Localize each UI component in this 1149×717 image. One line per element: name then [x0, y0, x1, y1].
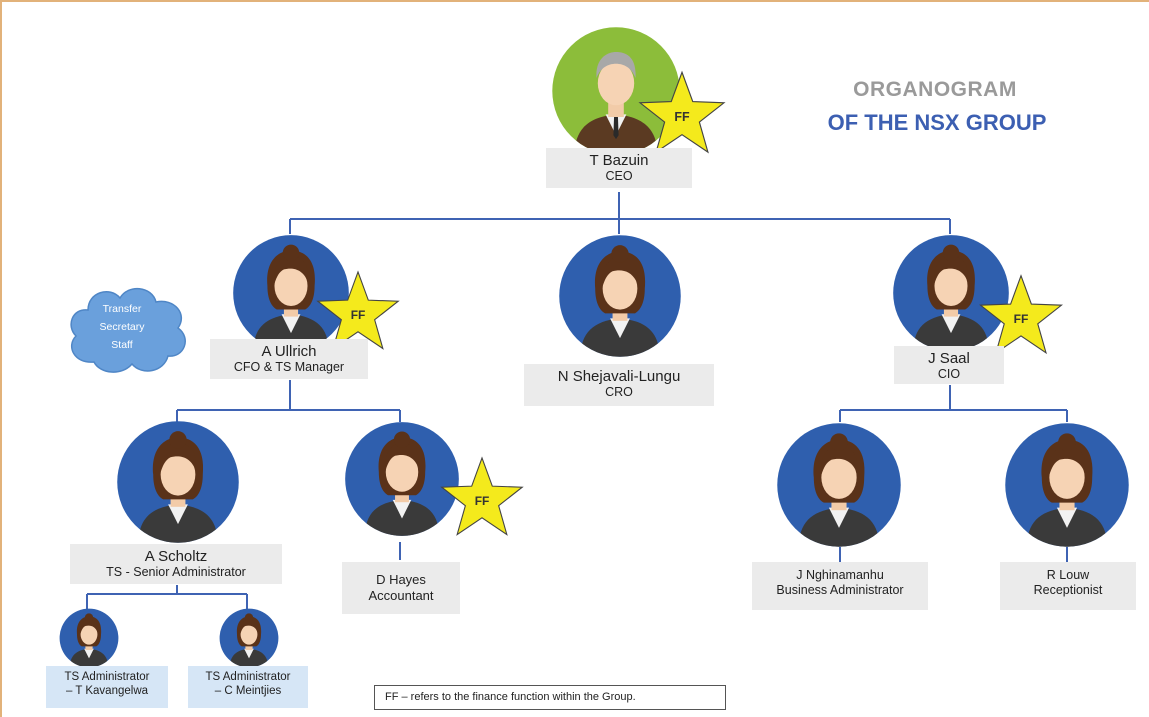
ff-star-label: FF [1014, 312, 1029, 326]
ff-star-label: FF [674, 110, 690, 124]
ff-star-icon: FF [638, 70, 726, 154]
label-receptionist: R Louw Receptionist [1000, 562, 1136, 610]
node-name: A Ullrich [261, 343, 317, 360]
cloud-label: Transfer Secretary Staff [70, 300, 174, 354]
avatar-female-icon [777, 423, 901, 547]
avatar-female-icon [1005, 423, 1129, 547]
label-accountant: D Hayes Accountant [342, 562, 460, 614]
node-name: TS Administrator [64, 671, 150, 683]
label-senior-administrator: A Scholtz TS - Senior Administrator [70, 544, 282, 584]
label-cro: N Shejavali-Lungu CRO [524, 364, 714, 406]
avatar-male-icon [552, 27, 680, 155]
ff-star-label: FF [351, 308, 366, 322]
avatar-female-icon [59, 608, 119, 668]
node-role: – T Kavangelwa [65, 685, 149, 697]
label-cfo: A Ullrich CFO & TS Manager [210, 339, 368, 379]
node-name: D Hayes [376, 572, 426, 587]
node-role: CRO [605, 385, 633, 399]
ff-legend-note: FF – refers to the finance function with… [374, 685, 726, 710]
node-name: R Louw [1046, 568, 1090, 582]
node-role: TS - Senior Administrator [106, 565, 246, 579]
node-role: Receptionist [1033, 583, 1103, 597]
label-cio: J Saal CIO [894, 346, 1004, 384]
cloud-line-1: Transfer [102, 303, 142, 315]
ff-star-label: FF [475, 494, 490, 508]
chart-title-line2: OF THE NSX GROUP [827, 110, 1047, 135]
node-name: J Saal [928, 350, 970, 367]
chart-title-line1: ORGANOGRAM [853, 78, 1017, 101]
label-ceo: T Bazuin CEO [546, 148, 692, 188]
node-role: CEO [605, 169, 633, 183]
node-role: Accountant [368, 588, 434, 603]
node-name: A Scholtz [144, 548, 208, 565]
node-name: N Shejavali-Lungu [557, 368, 681, 385]
avatar-female-icon [219, 608, 279, 668]
node-role: CIO [937, 367, 961, 381]
avatar-female-icon [559, 235, 681, 357]
avatar-female-icon [117, 421, 239, 543]
node-role: – C Meintjies [214, 685, 282, 697]
cloud-line-3: Staff [111, 339, 133, 351]
avatar-female-icon [345, 422, 459, 536]
label-ts-administrator-meintjies: TS Administrator – C Meintjies [188, 666, 308, 708]
node-role: CFO & TS Manager [233, 360, 345, 374]
node-name: TS Administrator [205, 671, 291, 683]
cloud-line-2: Secretary [99, 321, 145, 333]
ff-star-icon: FF [978, 274, 1064, 355]
label-ts-administrator-kavangelwa: TS Administrator – T Kavangelwa [46, 666, 168, 708]
transfer-secretary-cloud-icon [70, 288, 186, 373]
ff-star-icon: FF [316, 270, 400, 350]
label-business-administrator: J Nghinamanhu Business Administrator [752, 562, 928, 610]
node-name: T Bazuin [589, 152, 649, 169]
ff-star-icon: FF [440, 456, 524, 536]
avatar-female-icon [893, 235, 1009, 351]
node-role: Business Administrator [776, 583, 904, 597]
node-name: J Nghinamanhu [796, 568, 884, 582]
